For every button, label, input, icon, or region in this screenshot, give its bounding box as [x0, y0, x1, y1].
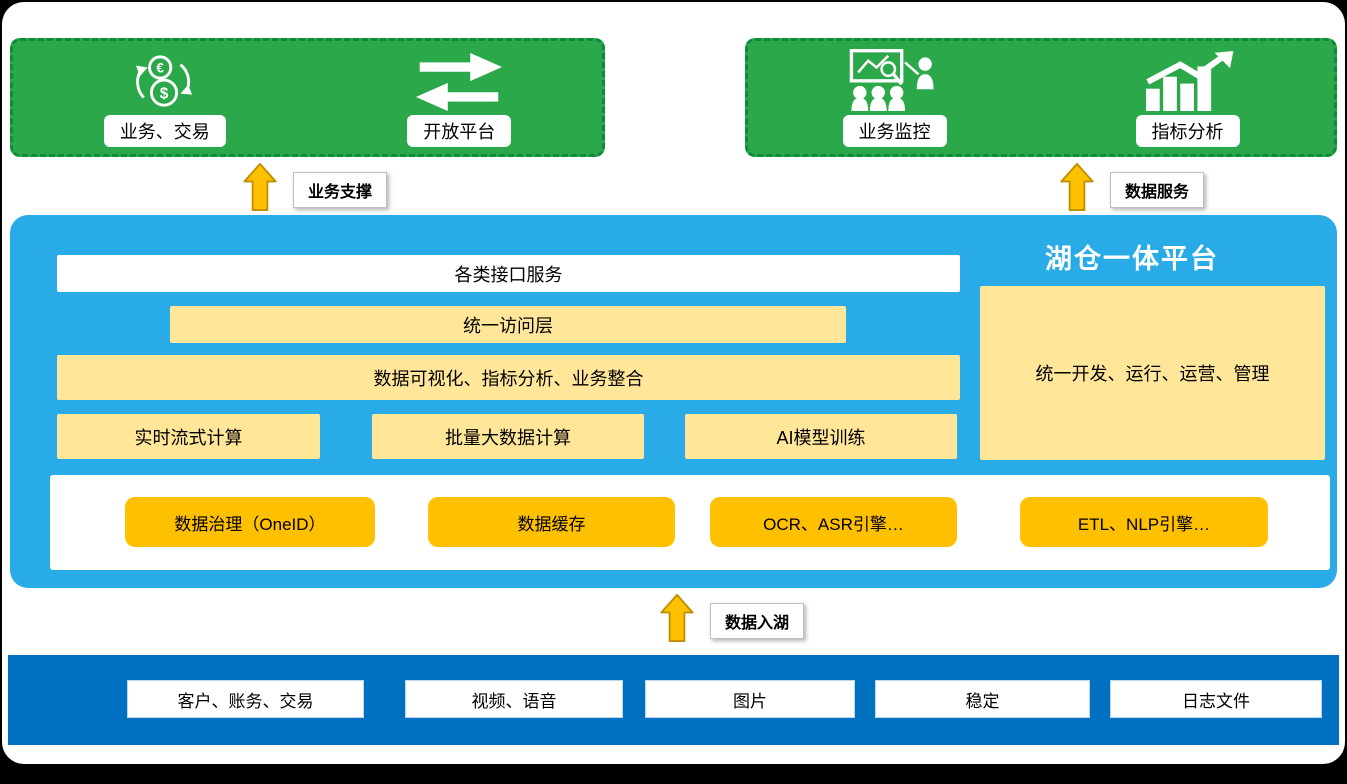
compute-box-batch: 批量大数据计算: [372, 414, 644, 459]
up-arrow-icon: [1060, 163, 1094, 216]
node-metric-analysis: 指标分析: [1135, 49, 1240, 147]
node-label: 业务监控: [842, 114, 947, 147]
source-box-log-files: 日志文件: [1110, 680, 1322, 718]
business-monitoring-icon: [844, 48, 946, 111]
engine-box-data-cache: 数据缓存: [428, 497, 675, 547]
lakehouse-platform-block: 湖仓一体平台 各类接口服务 统一访问层 数据可视化、指标分析、业务整合 实时流式…: [10, 215, 1337, 588]
compute-box-streaming: 实时流式计算: [57, 414, 320, 459]
source-box-images: 图片: [645, 680, 855, 718]
node-business-trade: € $ 业务、交易: [103, 49, 226, 147]
svg-text:€: €: [156, 60, 164, 75]
connector-data-ingest: 数据入湖: [660, 594, 805, 647]
connector-label: 业务支撑: [293, 171, 388, 208]
compute-box-ai-training: AI模型训练: [685, 414, 957, 459]
visualization-bar: 数据可视化、指标分析、业务整合: [57, 355, 960, 400]
node-label: 指标分析: [1135, 114, 1240, 147]
up-arrow-icon: [660, 594, 694, 647]
data-apps-group: 业务监控 指标分析: [745, 38, 1337, 157]
node-business-monitoring: 业务监控: [842, 48, 947, 147]
up-arrow-icon: [243, 163, 277, 216]
connector-business-support: 业务支撑: [243, 163, 388, 216]
unified-management-box: 统一开发、运行、运营、管理: [980, 286, 1325, 460]
coins-icon: € $: [130, 49, 200, 111]
platform-title: 湖仓一体平台: [1045, 244, 1219, 274]
data-sources-bar: 客户、账务、交易 视频、语音 图片 稳定 日志文件: [8, 655, 1339, 745]
svg-text:$: $: [159, 85, 168, 102]
node-label: 业务、交易: [103, 114, 226, 147]
node-open-platform: 开放平台: [407, 49, 512, 147]
unified-access-layer-bar: 统一访问层: [170, 306, 846, 343]
source-box-video-audio: 视频、语音: [405, 680, 623, 718]
business-apps-group: € $ 业务、交易 开放平台: [10, 38, 605, 157]
source-box-stable: 稳定: [875, 680, 1090, 718]
engine-strip: 数据治理（OneID） 数据缓存 OCR、ASR引擎… ETL、NLP引擎…: [50, 475, 1330, 570]
interface-services-bar: 各类接口服务: [57, 255, 960, 292]
engine-box-ocr-asr: OCR、ASR引擎…: [710, 497, 957, 547]
exchange-arrows-icon: [409, 49, 509, 111]
connector-data-service: 数据服务: [1060, 163, 1205, 216]
engine-box-etl-nlp: ETL、NLP引擎…: [1020, 497, 1268, 547]
engine-box-data-governance: 数据治理（OneID）: [125, 497, 375, 547]
connector-label: 数据入湖: [710, 602, 805, 639]
connector-label: 数据服务: [1110, 171, 1205, 208]
node-label: 开放平台: [407, 114, 512, 147]
source-box-customer-accounts: 客户、账务、交易: [127, 680, 364, 718]
trend-chart-icon: [1138, 49, 1238, 111]
